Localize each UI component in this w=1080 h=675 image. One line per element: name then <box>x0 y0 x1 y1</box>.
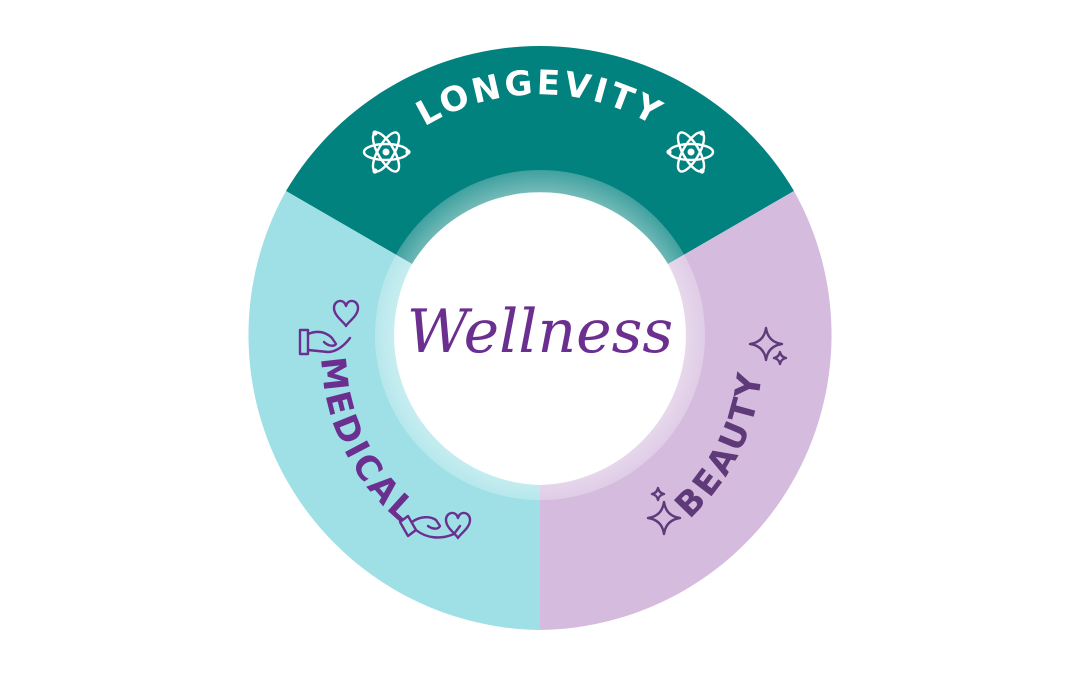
segment-longevity <box>286 46 794 265</box>
atom-icon <box>666 130 715 174</box>
hand-heart-icon <box>298 299 360 356</box>
sparkle-icon <box>646 486 682 536</box>
hand-heart-icon <box>398 511 472 540</box>
center-disc <box>407 202 673 468</box>
center-label: Wellness <box>407 297 673 367</box>
sparkle-icon <box>748 326 788 366</box>
atom-icon <box>362 130 411 174</box>
